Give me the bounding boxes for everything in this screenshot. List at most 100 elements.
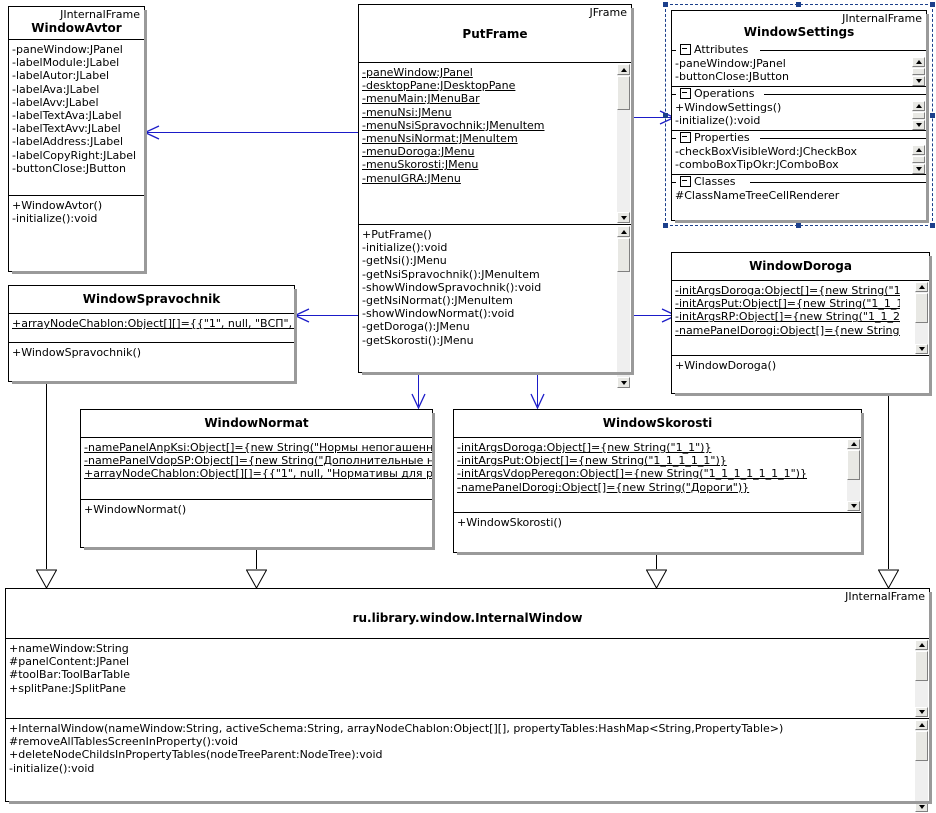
scroll-down-arrow-icon[interactable] <box>912 164 925 174</box>
windowsettings-operations-scrollbar[interactable] <box>911 101 925 130</box>
nested-class-row: #ClassNameTreeCellRenderer <box>675 189 840 202</box>
internalwindow-name: ru.library.window.InternalWindow <box>352 611 583 625</box>
windowspravochnik-header: WindowSpravochnik <box>9 286 294 313</box>
putframe-name: PutFrame <box>462 27 528 41</box>
class-windownormat[interactable]: WindowNormat -namePanelAnpKsi:Object[]={… <box>80 409 435 550</box>
internalwindow-operations: +InternalWindow(nameWindow:String, activ… <box>6 718 929 813</box>
selection-handle-top-center[interactable] <box>796 2 801 7</box>
selection-handle-bottom-center[interactable] <box>796 223 801 228</box>
attribute-row: -menuNsiSpravochnik:JMenuItem <box>362 118 545 132</box>
gen-windowspravochnik-triangle <box>36 569 57 589</box>
class-windowavtor[interactable]: JInternalFrame WindowAvtor -paneWindow:J… <box>8 6 147 274</box>
gen-windownormat-triangle <box>246 569 267 589</box>
property-row: -checkBoxVisibleWord:JCheckBox <box>675 145 858 158</box>
assoc-putframe-windowskorosti-arrowhead <box>529 392 546 410</box>
class-internalwindow[interactable]: JInternalFrame ru.library.window.Interna… <box>5 588 932 812</box>
operation-row: +WindowSkorosti() <box>457 516 562 529</box>
group-header-properties[interactable]: Properties <box>672 130 926 145</box>
scroll-down-arrow-icon[interactable] <box>847 501 860 511</box>
gen-windownormat-line <box>256 548 257 569</box>
assoc-putframe-windowavtor-line <box>145 132 358 133</box>
scroll-up-arrow-icon[interactable] <box>912 101 925 111</box>
collapse-toggle-icon[interactable] <box>680 175 691 187</box>
windowspravochnik-name: WindowSpravochnik <box>82 292 221 306</box>
attribute-row: -buttonClose:JButton <box>12 161 127 175</box>
scroll-up-arrow-icon[interactable] <box>912 145 925 155</box>
scroll-thumb[interactable] <box>912 156 925 163</box>
windowskorosti-attributes-scrollbar[interactable] <box>846 439 860 511</box>
operation-row: #removeAllTablesScreenInProperty():void <box>9 735 238 749</box>
selection-handle-bottom-right[interactable] <box>930 223 935 228</box>
class-windowskorosti[interactable]: WindowSkorosti -initArgsDoroga:Object[]=… <box>453 409 864 555</box>
windowsettings-attributes: -paneWindow:JPanel -buttonClose:JButton <box>672 57 926 86</box>
operation-row: +WindowDoroga() <box>675 359 777 372</box>
scroll-up-arrow-icon[interactable] <box>915 282 928 292</box>
scroll-down-arrow-icon[interactable] <box>912 120 925 130</box>
attribute-row: -labelTextAva:JLabel <box>12 109 122 123</box>
scroll-up-arrow-icon[interactable] <box>915 640 928 650</box>
scroll-down-arrow-icon[interactable] <box>915 802 928 812</box>
windowspravochnik-attributes: +arrayNodeChablon:Object[][]={{"1", null… <box>9 313 294 342</box>
windowsettings-attributes-scrollbar[interactable] <box>911 57 925 86</box>
selection-handle-middle-left[interactable] <box>663 113 668 118</box>
scroll-up-arrow-icon[interactable] <box>617 64 630 75</box>
scroll-thumb[interactable] <box>617 76 630 110</box>
class-windowsettings[interactable]: JInternalFrame WindowSettings Attributes… <box>671 10 929 223</box>
windowsettings-operations: +WindowSettings() -initialize():void <box>672 101 926 130</box>
property-row: -comboBoxTipOkr:JComboBox <box>675 158 839 172</box>
scroll-down-arrow-icon[interactable] <box>915 707 928 717</box>
attribute-row: +arrayNodeChablon:Object[][]={{"1", null… <box>84 467 432 481</box>
selection-handle-top-left[interactable] <box>663 2 668 7</box>
gen-windowspravochnik-line <box>46 382 47 569</box>
windowdoroga-attributes-scrollbar[interactable] <box>914 282 928 354</box>
scroll-down-arrow-icon[interactable] <box>617 377 630 388</box>
operation-row: -getDoroga():JMenu <box>362 320 470 334</box>
group-header-classes[interactable]: Classes <box>672 174 926 189</box>
group-header-attributes[interactable]: Attributes <box>672 43 926 57</box>
collapse-toggle-icon[interactable] <box>680 131 691 143</box>
selection-handle-middle-right[interactable] <box>930 113 935 118</box>
group-header-operations[interactable]: Operations <box>672 86 926 101</box>
scroll-thumb[interactable] <box>915 651 928 681</box>
operation-row: -showWindowSpravochnik():void <box>362 280 542 294</box>
windowavtor-attributes: -paneWindow:JPanel -labelModule:JLabel -… <box>9 39 144 195</box>
attribute-row: -desktopPane:JDesktopPane <box>362 79 516 93</box>
scroll-up-arrow-icon[interactable] <box>912 57 925 67</box>
scroll-thumb[interactable] <box>617 238 630 272</box>
windowskorosti-header: WindowSkorosti <box>454 410 861 437</box>
windowdoroga-header: WindowDoroga <box>672 253 929 280</box>
scroll-thumb[interactable] <box>912 112 925 119</box>
attribute-row: -labelAddress:JLabel <box>12 135 124 149</box>
class-windowspravochnik[interactable]: WindowSpravochnik +arrayNodeChablon:Obje… <box>8 285 297 384</box>
putframe-operations-scrollbar[interactable] <box>616 226 630 388</box>
windowsettings-properties-scrollbar[interactable] <box>911 145 925 174</box>
selection-handle-bottom-left[interactable] <box>663 223 668 228</box>
attribute-row: -paneWindow:JPanel <box>675 57 786 70</box>
scroll-down-arrow-icon[interactable] <box>915 344 928 354</box>
scroll-thumb[interactable] <box>915 293 928 323</box>
assoc-putframe-windowsettings-line <box>632 117 674 118</box>
scroll-thumb[interactable] <box>912 68 925 75</box>
scroll-thumb[interactable] <box>915 731 928 761</box>
assoc-putframe-windowspravochnik-line <box>295 315 358 316</box>
putframe-attributes-scrollbar[interactable] <box>616 64 630 223</box>
internalwindow-attributes-scrollbar[interactable] <box>914 640 928 717</box>
attribute-row: -paneWindow:JPanel <box>362 66 473 79</box>
class-windowdoroga[interactable]: WindowDoroga -initArgsDoroga:Object[]={n… <box>671 252 932 396</box>
gen-windowdoroga-triangle <box>878 569 899 589</box>
scroll-thumb[interactable] <box>847 450 860 480</box>
attribute-row: -paneWindow:JPanel <box>12 43 123 56</box>
scroll-up-arrow-icon[interactable] <box>847 439 860 449</box>
attribute-row: -initArgsDoroga:Object[]={new String("1_… <box>675 284 900 297</box>
scroll-down-arrow-icon[interactable] <box>617 212 630 223</box>
gen-windowdoroga-line <box>888 394 889 569</box>
class-putframe[interactable]: JFrame PutFrame -paneWindow:JPanel -desk… <box>358 4 634 388</box>
selection-handle-top-right[interactable] <box>930 2 935 7</box>
internalwindow-operations-scrollbar[interactable] <box>914 720 928 812</box>
collapse-toggle-icon[interactable] <box>680 43 691 55</box>
scroll-up-arrow-icon[interactable] <box>617 226 630 237</box>
collapse-toggle-icon[interactable] <box>680 87 691 99</box>
scroll-up-arrow-icon[interactable] <box>915 720 928 730</box>
scroll-down-arrow-icon[interactable] <box>912 76 925 86</box>
attribute-row: -initArgsPut:Object[]={new String("1_1_1… <box>457 454 727 468</box>
